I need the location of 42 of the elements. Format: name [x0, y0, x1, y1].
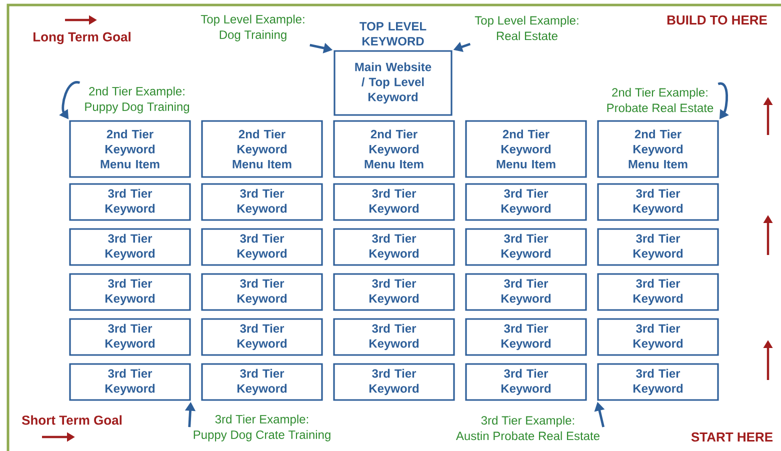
goal-label: Long Term Goal — [34, 32, 130, 44]
example-note: 3rd Tier Example: Austin Probate Real Estate — [456, 416, 600, 440]
keyword-box: 3rd Tier Keyword — [333, 273, 455, 311]
keyword-box: 2nd Tier Keyword Menu Item — [201, 120, 323, 178]
goal-label: START HERE — [691, 432, 773, 442]
keyword-box: 3rd Tier Keyword — [201, 183, 323, 221]
keyword-box: 3rd Tier Keyword — [597, 183, 719, 221]
example-note: Top Level Example: Dog Training — [200, 14, 304, 42]
keyword-box: 3rd Tier Keyword — [465, 363, 587, 401]
example-note: 2nd Tier Example: Probate Real Estate — [607, 88, 714, 112]
keyword-box: 2nd Tier Keyword Menu Item — [597, 120, 719, 178]
keyword-box: 3rd Tier Keyword — [69, 183, 191, 221]
keyword-box: 3rd Tier Keyword — [597, 363, 719, 401]
keyword-box: 3rd Tier Keyword — [333, 363, 455, 401]
keyword-box: 2nd Tier Keyword Menu Item — [465, 120, 587, 178]
example-note: 3rd Tier Example: Puppy Dog Crate Training — [194, 414, 330, 442]
keyword-box: 3rd Tier Keyword — [333, 318, 455, 356]
keyword-box: 3rd Tier Keyword — [69, 273, 191, 311]
keyword-box: 2nd Tier Keyword Menu Item — [69, 120, 191, 178]
keyword-box: 3rd Tier Keyword — [69, 318, 191, 356]
keyword-box: 3rd Tier Keyword — [597, 228, 719, 266]
keyword-box: 3rd Tier Keyword — [597, 318, 719, 356]
keyword-box: Main Website / Top Level Keyword — [334, 50, 452, 116]
keyword-box: 3rd Tier Keyword — [465, 273, 587, 311]
keyword-box: 3rd Tier Keyword — [465, 183, 587, 221]
keyword-box: 3rd Tier Keyword — [465, 228, 587, 266]
keyword-box: 3rd Tier Keyword — [333, 183, 455, 221]
example-note: 2nd Tier Example: Puppy Dog Training — [85, 86, 190, 114]
keyword-box: 3rd Tier Keyword — [201, 318, 323, 356]
keyword-box: 3rd Tier Keyword — [201, 363, 323, 401]
keyword-box: 3rd Tier Keyword — [201, 273, 323, 311]
keyword-heading: TOP LEVEL KEYWORD — [360, 22, 426, 46]
keyword-box: 2nd Tier Keyword Menu Item — [333, 120, 455, 178]
keyword-box: 3rd Tier Keyword — [69, 228, 191, 266]
keyword-box: 3rd Tier Keyword — [465, 318, 587, 356]
keyword-box: 3rd Tier Keyword — [333, 228, 455, 266]
goal-label: BUILD TO HERE — [667, 15, 767, 25]
example-note: Top Level Example: Real Estate — [474, 16, 578, 40]
keyword-box: 3rd Tier Keyword — [597, 273, 719, 311]
keyword-box: 3rd Tier Keyword — [201, 228, 323, 266]
goal-label: Short Term Goal — [22, 415, 122, 425]
keyword-box: 3rd Tier Keyword — [69, 363, 191, 401]
